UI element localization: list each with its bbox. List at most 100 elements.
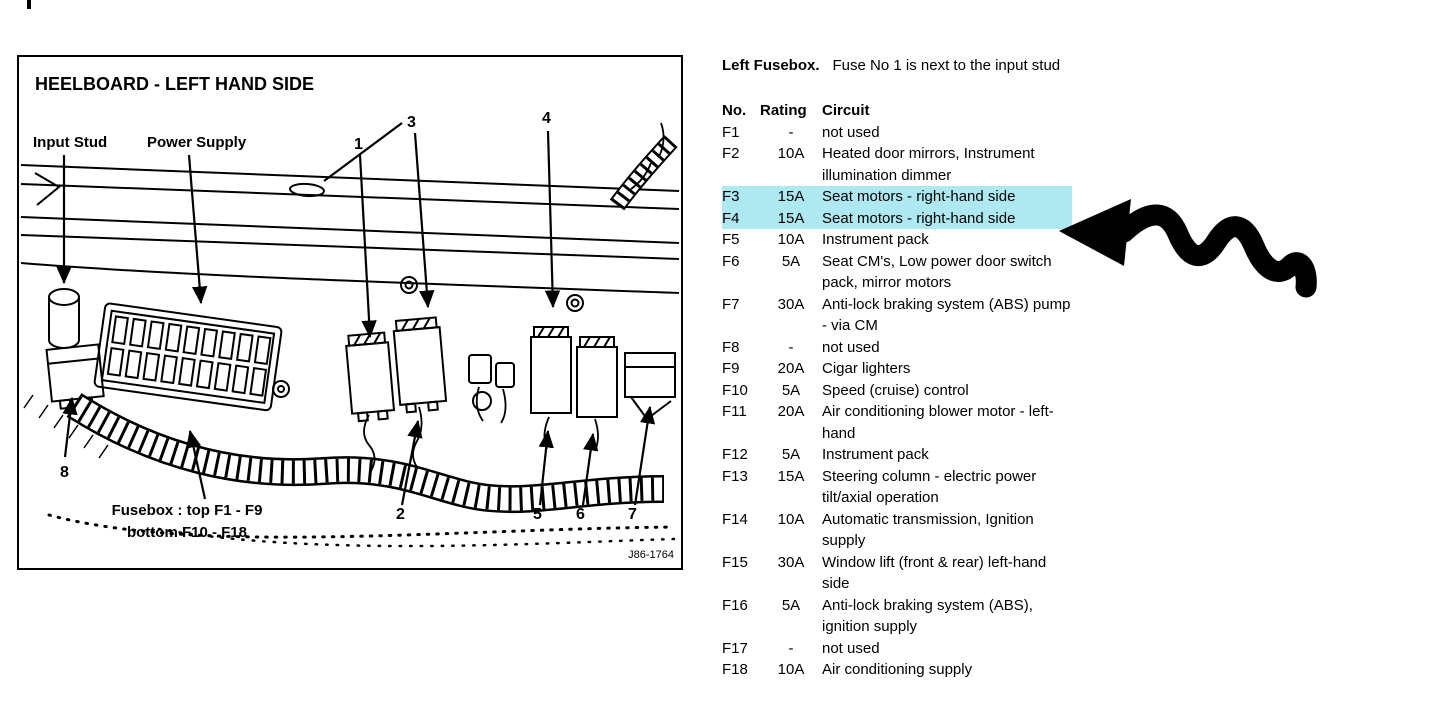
cell-fuse-circuit: Seat motors - right-hand side (822, 207, 1072, 229)
table-row: F17 - not used (722, 638, 1072, 660)
cell-fuse-rating: 10A (777, 661, 805, 678)
callout-8: 8 (60, 464, 69, 481)
table-row: F16 5A Anti-lock braking system (ABS), i… (722, 595, 1072, 638)
cell-fuse-rating: 15A (760, 186, 822, 208)
highlight-pointer-arrow (1059, 199, 1317, 298)
cell-fuse-rating: - (788, 639, 794, 657)
cell-fuse-circuit: Air conditioning blower motor - left-han… (822, 403, 1054, 442)
fuse-grid (106, 315, 272, 397)
cell-fuse-rating: 5A (781, 381, 801, 399)
callout-1: 1 (354, 136, 363, 153)
table-row: F11 20A Air conditioning blower motor - … (722, 401, 1072, 444)
arrow-tail (1113, 204, 1317, 298)
cell-fuse-no: F6 (722, 252, 740, 270)
table-row: F6 5A Seat CM's, Low power door switch p… (722, 251, 1072, 294)
caption-title: Left Fusebox. (722, 57, 820, 74)
caption-text: Fuse No 1 is next to the input stud (832, 57, 1061, 74)
fuse-table: No. Rating Circuit F1 - not used F2 10A … (722, 100, 1072, 681)
fusebox-caption-line1: Fusebox : top F1 - F9 (112, 502, 263, 519)
relay-5-drawing (530, 326, 572, 414)
cell-fuse-no: F9 (722, 360, 740, 377)
cell-fuse-no: F10 (722, 381, 748, 399)
table-row: F14 10A Automatic transmission, Ignition… (722, 509, 1072, 552)
fusebox-diagram: HEELBOARD - LEFT HAND SIDE Input Stud Po… (20, 74, 680, 561)
col-header-no: No. (722, 102, 747, 119)
cell-fuse-no: F17 (722, 639, 748, 657)
cell-fuse-no: F8 (722, 338, 740, 356)
cell-fuse-circuit: Cigar lighters (822, 360, 911, 377)
cell-fuse-circuit: Anti-lock braking system (ABS) pump - vi… (822, 295, 1071, 335)
cell-fuse-no: F3 (722, 186, 760, 208)
cell-fuse-circuit: not used (822, 338, 880, 356)
cell-fuse-no: F5 (722, 231, 740, 248)
cell-fuse-circuit: Air conditioning supply (822, 661, 973, 678)
table-row: F18 10A Air conditioning supply (722, 659, 1072, 681)
table-row: F5 10A Instrument pack (722, 229, 1072, 251)
callout-5: 5 (533, 506, 542, 523)
cell-fuse-circuit: Speed (cruise) control (822, 381, 969, 399)
fusebox-diagram-panel: HEELBOARD - LEFT HAND SIDE Input Stud Po… (17, 55, 683, 570)
callout-2: 2 (396, 506, 405, 523)
cell-fuse-rating: 20A (777, 403, 805, 420)
cell-fuse-circuit: Automatic transmission, Ignition supply (822, 510, 1034, 550)
cell-fuse-circuit: Seat motors - right-hand side (822, 186, 1072, 208)
scan-artifact-mark (27, 0, 31, 9)
table-row: F10 5A Speed (cruise) control (722, 380, 1072, 402)
cell-fuse-no: F15 (722, 553, 748, 571)
cell-fuse-no: F12 (722, 446, 748, 463)
table-row: F2 10A Heated door mirrors, Instrument i… (722, 143, 1072, 186)
cell-fuse-rating: 10A (777, 510, 805, 528)
body-structure-lines (20, 164, 680, 398)
relay-6-drawing (576, 336, 618, 418)
table-row: F12 5A Instrument pack (722, 444, 1072, 466)
table-row: F15 30A Window lift (front & rear) left-… (722, 552, 1072, 595)
table-header-row: No. Rating Circuit (722, 100, 1072, 122)
power-supply-label: Power Supply (147, 134, 247, 151)
cell-fuse-rating: 10A (777, 231, 805, 248)
fusebox-caption-line2: bottom F10 - F18 (127, 524, 247, 541)
table-row: F13 15A Steering column - electric power… (722, 466, 1072, 509)
cell-fuse-rating: 20A (777, 360, 805, 377)
fuse-table-body: F1 - not used F2 10A Heated door mirrors… (722, 122, 1072, 681)
cell-fuse-no: F13 (722, 467, 748, 485)
callout-3: 3 (407, 114, 416, 131)
input-stud-drawing (48, 288, 80, 349)
cell-fuse-rating: - (788, 338, 794, 356)
cell-fuse-circuit: Steering column - electric power tilt/ax… (822, 467, 1037, 507)
cell-fuse-rating: - (788, 123, 794, 141)
table-row: F1 - not used (722, 122, 1072, 144)
drawing-reference: J86-1764 (628, 549, 674, 561)
input-stud-label: Input Stud (33, 134, 107, 151)
table-row: F7 30A Anti-lock braking system (ABS) pu… (722, 294, 1072, 337)
relay-2-drawing (392, 316, 448, 414)
upper-harness-drawing (609, 122, 678, 211)
cell-fuse-circuit: Instrument pack (822, 231, 929, 248)
fusebox-caption: Left Fusebox. Fuse No 1 is next to the in… (722, 55, 1078, 76)
cell-fuse-rating: 5A (781, 596, 801, 614)
cell-fuse-circuit: Heated door mirrors, Instrument illumina… (822, 145, 1035, 184)
table-row: F3 15A Seat motors - right-hand side (722, 186, 1072, 208)
cell-fuse-circuit: Instrument pack (822, 446, 929, 463)
ground-texture (23, 394, 676, 548)
cell-fuse-no: F11 (722, 403, 747, 420)
cell-fuse-no: F18 (722, 661, 748, 678)
cell-fuse-rating: 10A (777, 145, 805, 162)
cell-fuse-circuit: Window lift (front & rear) left-hand sid… (822, 553, 1047, 593)
cell-fuse-no: F4 (722, 207, 760, 229)
table-row: F4 15A Seat motors - right-hand side (722, 207, 1072, 229)
callout-7: 7 (628, 506, 637, 523)
cell-fuse-no: F14 (722, 510, 748, 528)
cell-fuse-rating: 5A (781, 446, 801, 463)
diagram-title: HEELBOARD - LEFT HAND SIDE (35, 74, 314, 94)
cell-fuse-rating: 30A (777, 553, 805, 571)
cell-fuse-no: F7 (722, 295, 740, 313)
fuse-info-panel: Left Fusebox. Fuse No 1 is next to the in… (722, 55, 1078, 681)
cell-fuse-no: F1 (722, 123, 740, 141)
cable-harness-drawing (66, 393, 665, 514)
leader-arrows (56, 122, 656, 506)
cell-fuse-circuit: Anti-lock braking system (ABS), ignition… (822, 596, 1033, 636)
arrow-head (1059, 199, 1131, 266)
table-row: F8 - not used (722, 337, 1072, 359)
cell-fuse-no: F2 (722, 145, 740, 162)
